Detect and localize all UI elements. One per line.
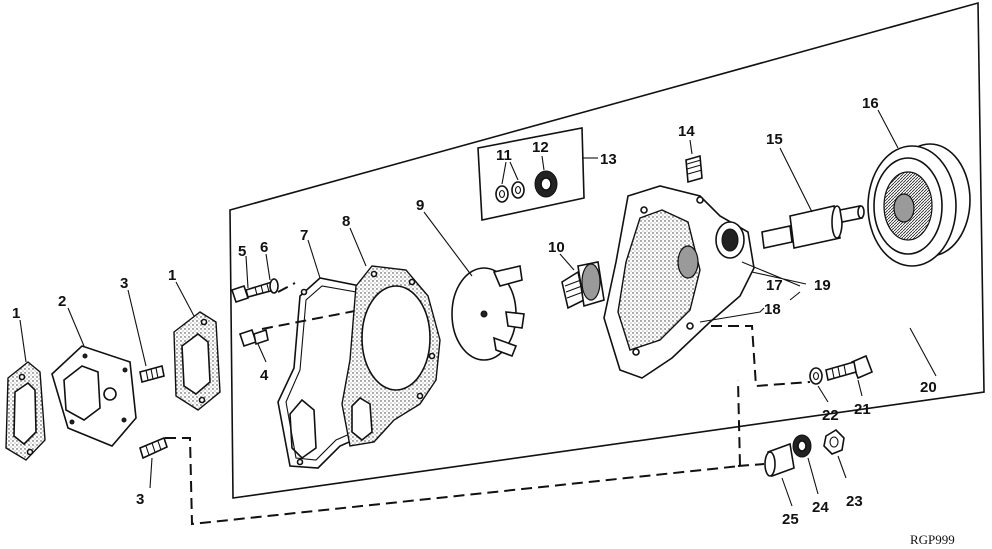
pump-housing (603, 185, 807, 379)
callout-5: 5 (238, 243, 246, 260)
o-ring-part-11 (495, 161, 525, 203)
callout-19: 19 (814, 277, 831, 294)
callout-3-lower: 3 (136, 491, 144, 508)
callout-25: 25 (782, 511, 799, 528)
callout-23: 23 (846, 493, 863, 510)
callout-6: 6 (260, 239, 268, 256)
assembly-frame (229, 1, 985, 499)
callout-9: 9 (416, 197, 424, 214)
callout-8: 8 (342, 213, 350, 230)
callout-16: 16 (862, 95, 879, 112)
callout-14: 14 (678, 123, 695, 140)
callout-17: 17 (766, 277, 783, 294)
gasket-part-1-right (173, 311, 221, 411)
callout-12: 12 (532, 139, 549, 156)
callout-labels: 1 2 3 1 3 5 6 4 7 8 9 10 11 12 13 14 15 … (12, 95, 937, 528)
nut-part-23 (823, 428, 847, 479)
callout-21: 21 (854, 401, 871, 418)
callout-13: 13 (600, 151, 617, 168)
callout-11: 11 (496, 147, 512, 164)
spacer-part-25 (764, 442, 795, 507)
callout-leaders (19, 211, 937, 489)
shaft-bearing-part-15 (761, 147, 865, 249)
callout-7: 7 (300, 227, 308, 244)
callout-15: 15 (766, 131, 783, 148)
connection-leaders (165, 282, 811, 526)
callout-10: 10 (548, 239, 565, 256)
callout-3-upper: 3 (120, 275, 128, 292)
callout-2: 2 (58, 293, 66, 310)
callout-24: 24 (812, 499, 829, 516)
stud-part-3-lower (139, 436, 168, 460)
impeller-part-9 (451, 265, 525, 361)
gasket-part-1-left (5, 361, 46, 461)
seal-kit-box-part-13 (477, 127, 598, 221)
cap-screw-part-5 (230, 280, 275, 304)
seal-part-12 (534, 155, 558, 198)
callout-20: 20 (920, 379, 937, 396)
pulley-part-16 (867, 109, 971, 267)
callout-1-right: 1 (168, 267, 176, 284)
cap-screw-part-4 (238, 328, 269, 348)
cap-screw-part-21 (825, 354, 874, 397)
plug-part-14 (685, 139, 703, 184)
figure-code: RGP999 (910, 532, 955, 547)
cover-plate-part-2 (51, 345, 137, 447)
washer-part-22 (809, 367, 829, 403)
gasket-part-8 (341, 265, 441, 447)
washer-part-6 (269, 278, 279, 294)
callout-4: 4 (260, 367, 269, 384)
callout-22: 22 (822, 407, 839, 424)
callout-18: 18 (764, 301, 781, 318)
callout-1-left: 1 (12, 305, 20, 322)
stud-part-3-upper (139, 365, 165, 383)
washer-part-24 (792, 434, 819, 495)
seal-part-10 (559, 253, 605, 310)
